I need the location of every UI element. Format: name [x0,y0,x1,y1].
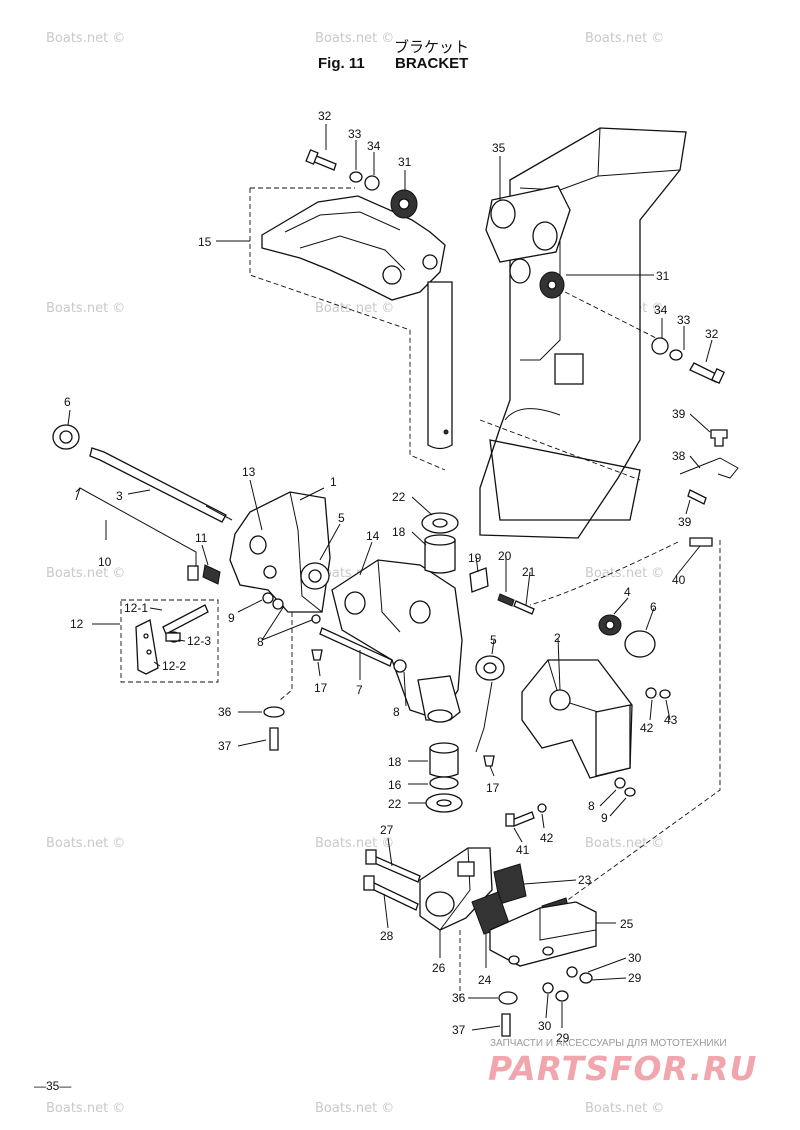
page-title: BRACKET [395,55,468,72]
callout-label: 5 [338,511,345,525]
callout-label: 18 [392,525,406,539]
callout-label: 2 [554,631,561,645]
watermark: Boats.net © [315,301,394,316]
callout-label: 15 [198,235,212,249]
callout-label: 11 [195,531,208,545]
callout-label: 20 [498,549,512,563]
callout-label: 17 [314,681,328,695]
callout-label: 9 [228,611,235,625]
callout-label: 32 [318,109,332,123]
callout-label: 30 [628,951,642,965]
callout-label: 37 [218,739,232,753]
callout-label: 26 [432,961,446,975]
callout-label: 7 [356,683,363,697]
callout-label: 3 [116,489,123,503]
callout-label: 5 [490,633,497,647]
callout-label: 12-2 [162,659,186,673]
drawing [52,124,739,1037]
callout-label: 8 [257,635,264,649]
callout-label: 29 [628,971,642,985]
watermark: Boats.net © [46,301,125,316]
callout-label: 10 [98,555,112,569]
callout-label: 19 [468,551,482,565]
watermark: Boats.net © [585,31,664,46]
watermark: Boats.net © [46,1101,125,1116]
watermark: Boats.net © [315,1101,394,1116]
callout-label: 17 [486,781,500,795]
callout-label: 28 [380,929,394,943]
callout-label: 36 [452,991,466,1005]
callout-label: 42 [540,831,554,845]
callout-label: 39 [678,515,692,529]
title-japanese: ブラケット [394,38,469,56]
shop-caption: ЗАПЧАСТИ И АКСЕССУАРЫ ДЛЯ МОТОТЕХНИКИ [490,1038,727,1049]
callout-label: 12 [70,617,84,631]
callout-label: 35 [492,141,506,155]
upper-mount-fasteners-left [305,149,418,219]
watermark: Boats.net © [46,566,125,581]
callout-labels: 32 33 34 31 35 15 31 34 33 32 6 3 13 1 5… [64,109,719,1045]
watermark: Boats.net © [46,836,125,851]
callout-label: 24 [478,973,492,987]
callout-label: 21 [522,565,536,579]
figure-number: Fig. 11 [318,55,365,72]
shop-banner: ЗАПЧАСТИ И АКСЕССУАРЫ ДЛЯ МОТОТЕХНИКИ PA… [488,1038,757,1088]
callout-label: 38 [672,449,686,463]
callout-label: 25 [620,917,634,931]
callout-label: 43 [664,713,678,727]
callout-label: 12-1 [124,601,148,615]
watermark: Boats.net © [46,31,125,46]
callout-label: 41 [516,843,530,857]
callout-label: 37 [452,1023,466,1037]
callout-label: 36 [218,705,232,719]
callout-label: 16 [388,778,402,792]
page-number: —35— [34,1079,71,1093]
watermark: Boats.net © [585,566,664,581]
callout-label: 27 [380,823,394,837]
callout-label: 8 [393,705,400,719]
callout-label: 31 [398,155,412,169]
callout-label: 33 [677,313,691,327]
callout-label: 6 [650,600,657,614]
watermark: Boats.net © [585,1101,664,1116]
callout-label: 8 [588,799,595,813]
callout-label: 42 [640,721,654,735]
callout-label: 22 [388,797,402,811]
callout-label: 4 [624,585,631,599]
callout-label: 1 [330,475,337,489]
callout-label: 30 [538,1019,552,1033]
callout-label: 13 [242,465,256,479]
callout-label: 14 [366,529,380,543]
callout-label: 40 [672,573,686,587]
callout-label: 34 [654,303,668,317]
callout-label: 39 [672,407,686,421]
callout-label: 6 [64,395,71,409]
callout-label: 22 [392,490,406,504]
callout-label: 18 [388,755,402,769]
watermark: Boats.net © [315,836,394,851]
watermark: Boats.net © [315,31,394,46]
shop-brand-logo: PARTSFOR.RU [488,1049,757,1088]
callout-label: 29 [556,1031,570,1045]
callout-label: 31 [656,269,670,283]
watermark: Boats.net © [585,836,664,851]
callout-label: 12-3 [187,634,211,648]
callout-label: 9 [601,811,608,825]
callout-label: 33 [348,127,362,141]
callout-label: 23 [578,873,592,887]
callout-label: 34 [367,139,381,153]
callout-label: 32 [705,327,719,341]
